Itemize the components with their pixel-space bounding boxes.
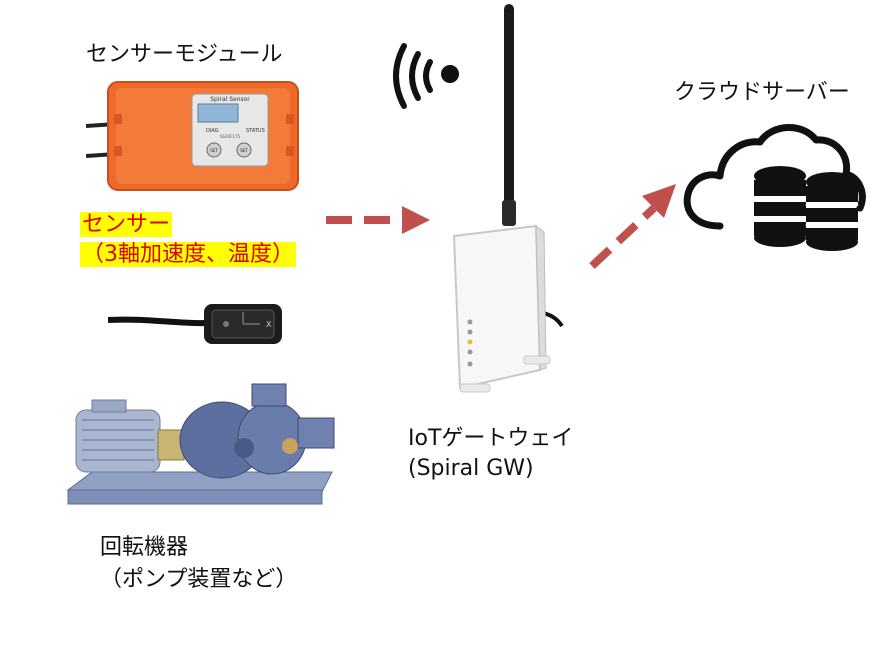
machine-label-line2: （ポンプ装置など） — [100, 567, 298, 592]
arrow-to-cloud — [589, 184, 676, 269]
module-brand-text: Spiral Sensor — [210, 96, 250, 103]
sensor-label-line1: センサー — [80, 212, 173, 237]
module-diag-text: DIAG — [206, 128, 219, 134]
machine-label-line1: 回転機器 — [100, 535, 189, 560]
arrow-to-gateway — [326, 206, 430, 234]
sensor-label: センサー （3軸加速度、温度） — [80, 210, 296, 270]
iot-gateway-image — [452, 4, 564, 393]
sensor-module-label: センサーモジュール — [86, 42, 283, 67]
module-status-text: STATUS — [246, 128, 265, 134]
rotating-machine-image — [66, 383, 335, 505]
module-code-text: SS10F175 — [220, 134, 241, 139]
module-set-button-2: SET — [240, 148, 248, 153]
gateway-label-line2: (Spiral GW) — [408, 456, 534, 481]
gateway-label: IoTゲートウェイ (Spiral GW) — [408, 424, 573, 484]
machine-label: 回転機器 （ポンプ装置など） — [100, 532, 297, 596]
database-icon-2 — [805, 172, 859, 251]
module-set-button-1: SET — [210, 148, 218, 153]
wireless-signal-icon — [393, 43, 459, 109]
database-icon-1 — [753, 166, 807, 247]
gateway-label-line1: IoTゲートウェイ — [408, 426, 574, 451]
sensor-label-line2: （3軸加速度、温度） — [80, 242, 296, 267]
sensor-axis-text: X — [266, 320, 272, 329]
cloud-label: クラウドサーバー — [674, 80, 850, 105]
cloud-server-icon — [683, 124, 866, 251]
sensor-image: X — [108, 304, 282, 344]
sensor-module-image: Spiral Sensor DIAG STATUS SS10F175 SET S… — [86, 81, 299, 191]
